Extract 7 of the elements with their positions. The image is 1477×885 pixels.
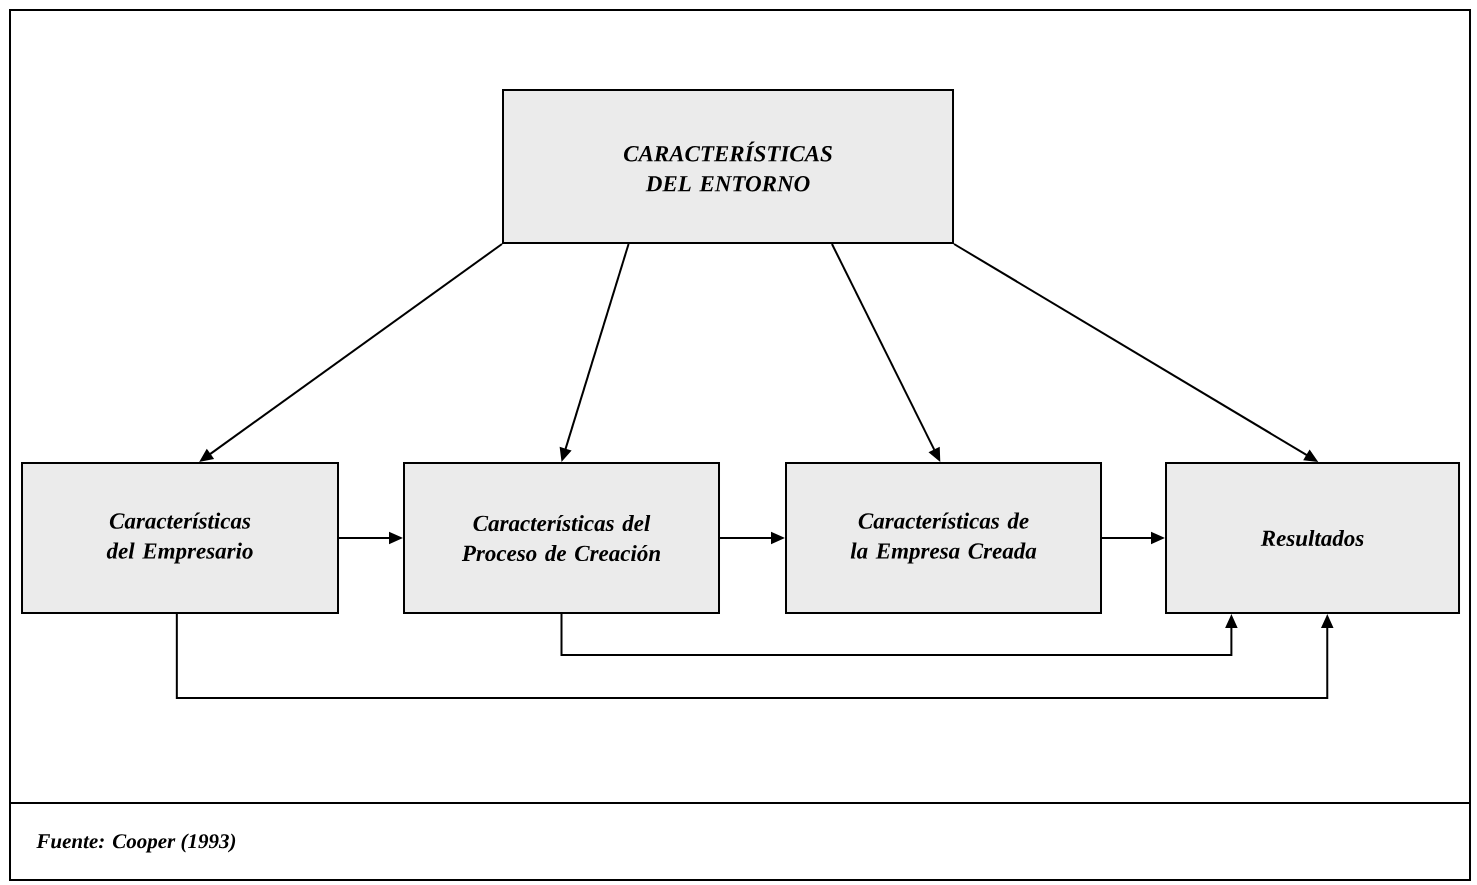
process-box: Resultados (1165, 462, 1460, 614)
process-box: Características del Empresario (21, 462, 339, 614)
source-note: Fuente: Cooper (1993) (36, 833, 236, 853)
process-box: Características de la Empresa Creada (785, 462, 1102, 614)
process-box: Características del Proceso de Creación (403, 462, 720, 614)
arrow (560, 613, 1238, 656)
heading-box: CARACTERÍSTICAS DEL ENTORNO (502, 89, 954, 244)
